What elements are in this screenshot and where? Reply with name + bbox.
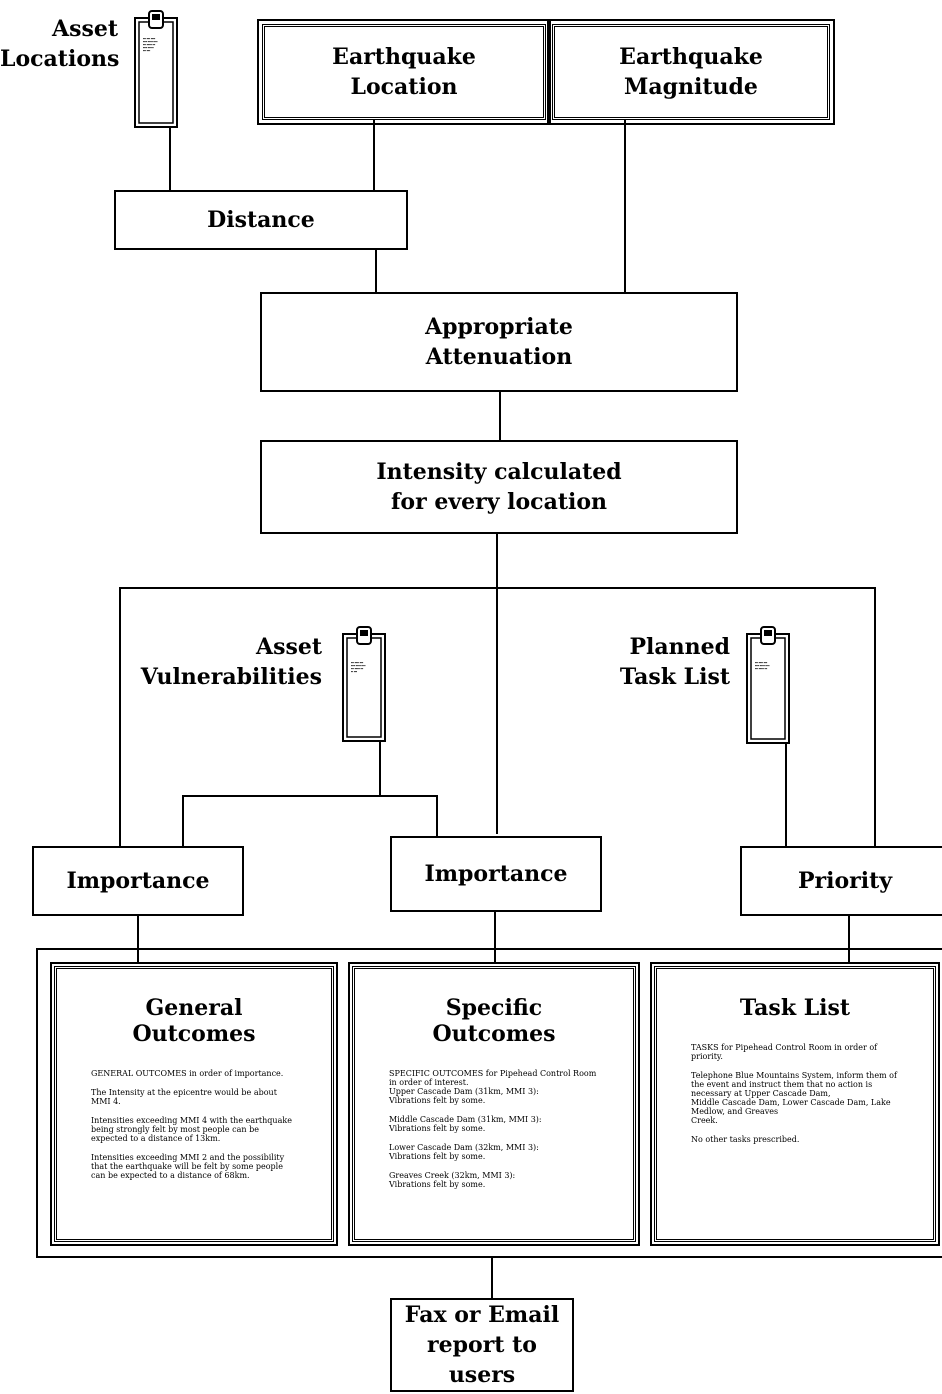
panel-paragraph: Lower Cascade Dam (32km, MMI 3): Vibrati… [389, 1143, 539, 1161]
panel-paragraph: GENERAL OUTCOMES in order of importance. [91, 1069, 284, 1078]
general-outcomes-panel: General Outcomes GENERAL OUTCOMES in ord… [50, 962, 338, 1246]
clipboard-note: ▮▮▮ ▮▮▮▮ ▮▮▮▮▮▮▮ ▮▮▮▮▮ ▮▮▮▮▮▮ ▮▮▮▮▮ ▮▮ [755, 662, 770, 670]
earthquake-magnitude-box: Earthquake Magnitude [547, 19, 835, 125]
panel-paragraph: Middle Cascade Dam (31km, MMI 3): Vibrat… [389, 1115, 542, 1133]
importance-mid-box: Importance [390, 836, 602, 912]
panel-paragraph: Intensities exceeding MMI 4 with the ear… [91, 1116, 292, 1143]
panel-title: General Outcomes [132, 995, 256, 1047]
panel-paragraph: TASKS for Pipehead Control Room in order… [691, 1043, 878, 1061]
panel-paragraph: Telephone Blue Mountains System, inform … [691, 1071, 897, 1125]
panel-paragraph: SPECIFIC OUTCOMES for Pipehead Control R… [389, 1069, 597, 1105]
panel-body: SPECIFIC OUTCOMES for Pipehead Control R… [389, 1069, 599, 1189]
specific-outcomes-panel: Specific Outcomes SPECIFIC OUTCOMES for … [348, 962, 640, 1246]
clipboard-icon: ▮▮▮ ▮▮▮ ▮▮▮▮▮▮▮▮ ▮▮▮▮▮ ▮▮▮▮▮▮ ▮▮▮▮▮ ▮▮▮▮… [134, 10, 178, 128]
task-list-panel: Task List TASKS for Pipehead Control Roo… [650, 962, 940, 1246]
panel-body: GENERAL OUTCOMES in order of importance.… [91, 1069, 297, 1180]
report-box: Fax or Email report to users [390, 1298, 574, 1392]
clipboard-note: ▮▮▮ ▮▮▮ ▮▮▮▮▮▮▮▮ ▮▮▮▮▮ ▮▮▮▮▮▮ ▮▮▮▮▮ ▮▮▮▮… [143, 38, 158, 52]
panel-paragraph: The Intensity at the epicentre would be … [91, 1088, 277, 1106]
clipboard-icon: ▮▮▮ ▮▮▮▮ ▮▮▮▮▮▮▮ ▮▮▮▮▮ ▮▮▮▮▮▮ ▮▮▮▮▮ ▮▮▮▮… [342, 626, 386, 742]
asset-vulnerabilities-label: Asset Vulnerabilities [140, 634, 322, 690]
panel-paragraph: Greaves Creek (32km, MMI 3): Vibrations … [389, 1171, 516, 1189]
planned-task-list-label: Planned Task List [619, 634, 730, 690]
priority-box: Priority [740, 846, 942, 916]
clipboard-icon: ▮▮▮ ▮▮▮▮ ▮▮▮▮▮▮▮ ▮▮▮▮▮ ▮▮▮▮▮▮ ▮▮▮▮▮ ▮▮ [746, 626, 790, 744]
panel-title: Specific Outcomes [432, 995, 556, 1047]
outcomes-frame [36, 948, 942, 1258]
panel-title: Task List [739, 995, 851, 1021]
panel-body: TASKS for Pipehead Control Room in order… [691, 1043, 899, 1144]
distance-box: Distance [114, 190, 408, 250]
clipboard-note: ▮▮▮ ▮▮▮▮ ▮▮▮▮▮▮▮ ▮▮▮▮▮ ▮▮▮▮▮▮ ▮▮▮▮▮ ▮▮▮▮… [351, 662, 366, 673]
panel-paragraph: Intensities exceeding MMI 2 and the poss… [91, 1153, 285, 1180]
earthquake-location-box: Earthquake Location [257, 19, 551, 125]
panel-paragraph: No other tasks prescribed. [691, 1135, 800, 1144]
attenuation-box: Appropriate Attenuation [260, 292, 738, 392]
intensity-box: Intensity calculated for every location [260, 440, 738, 534]
importance-left-box: Importance [32, 846, 244, 916]
asset-locations-label: Asset Locations [0, 16, 120, 72]
